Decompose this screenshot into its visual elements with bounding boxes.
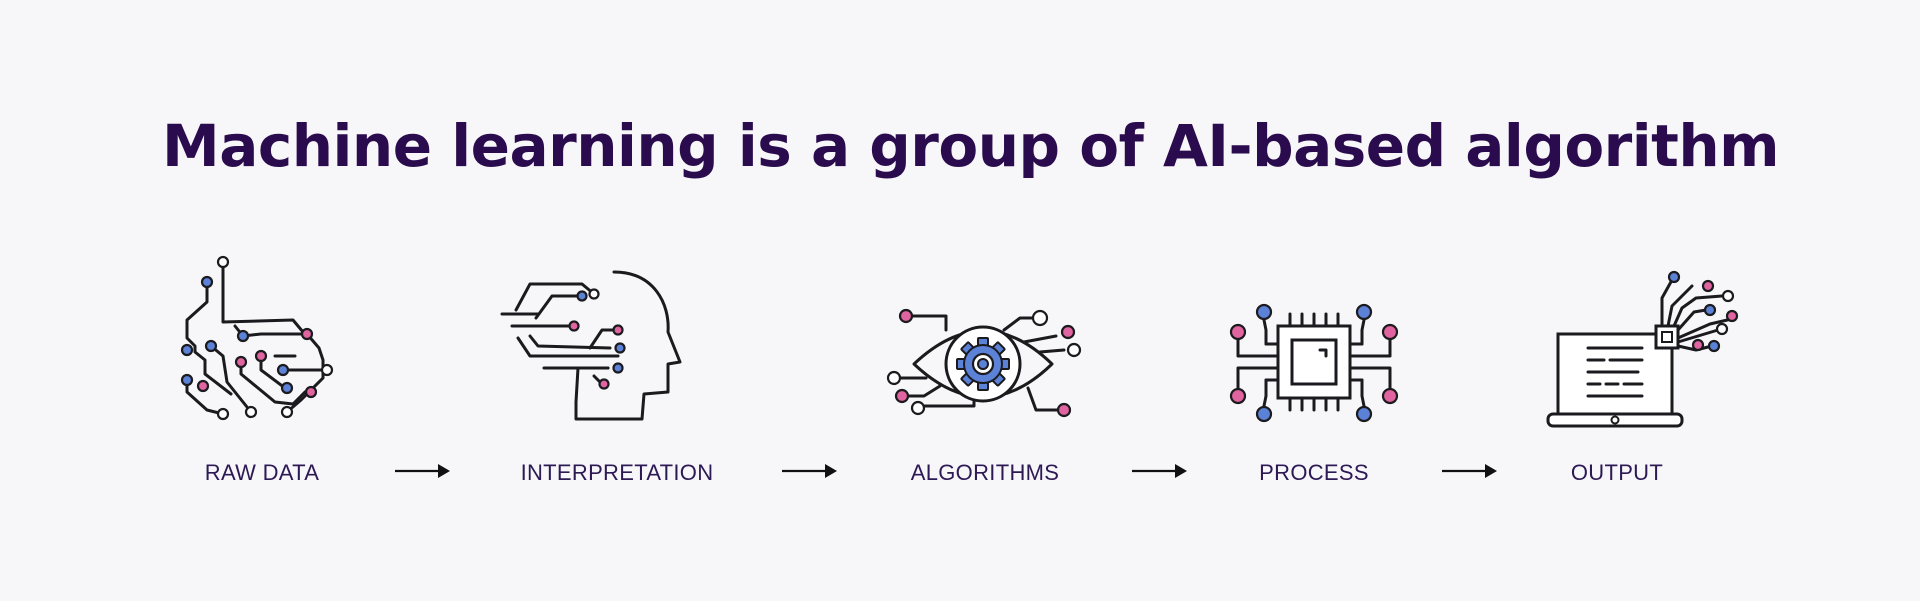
arrow-icon	[395, 464, 450, 478]
step-label-algorithms: ALGORITHMS	[910, 460, 1060, 485]
arrow-icon	[1132, 464, 1187, 478]
circuit-head-icon	[500, 270, 682, 421]
laptop-network-icon	[1546, 270, 1739, 428]
step-label-interpretation: INTERPRETATION	[520, 460, 714, 485]
arrow-icon	[1442, 464, 1497, 478]
step-label-output: OUTPUT	[1570, 460, 1664, 485]
circuit-brain-icon	[180, 255, 334, 421]
arrow-icon	[782, 464, 837, 478]
cpu-chip-icon	[1229, 303, 1399, 423]
step-label-process: PROCESS	[1259, 460, 1369, 485]
step-label-raw-data: RAW DATA	[204, 460, 320, 485]
page-title: Machine learning is a group of AI-based …	[162, 112, 1780, 180]
eye-gear-icon	[886, 308, 1082, 418]
